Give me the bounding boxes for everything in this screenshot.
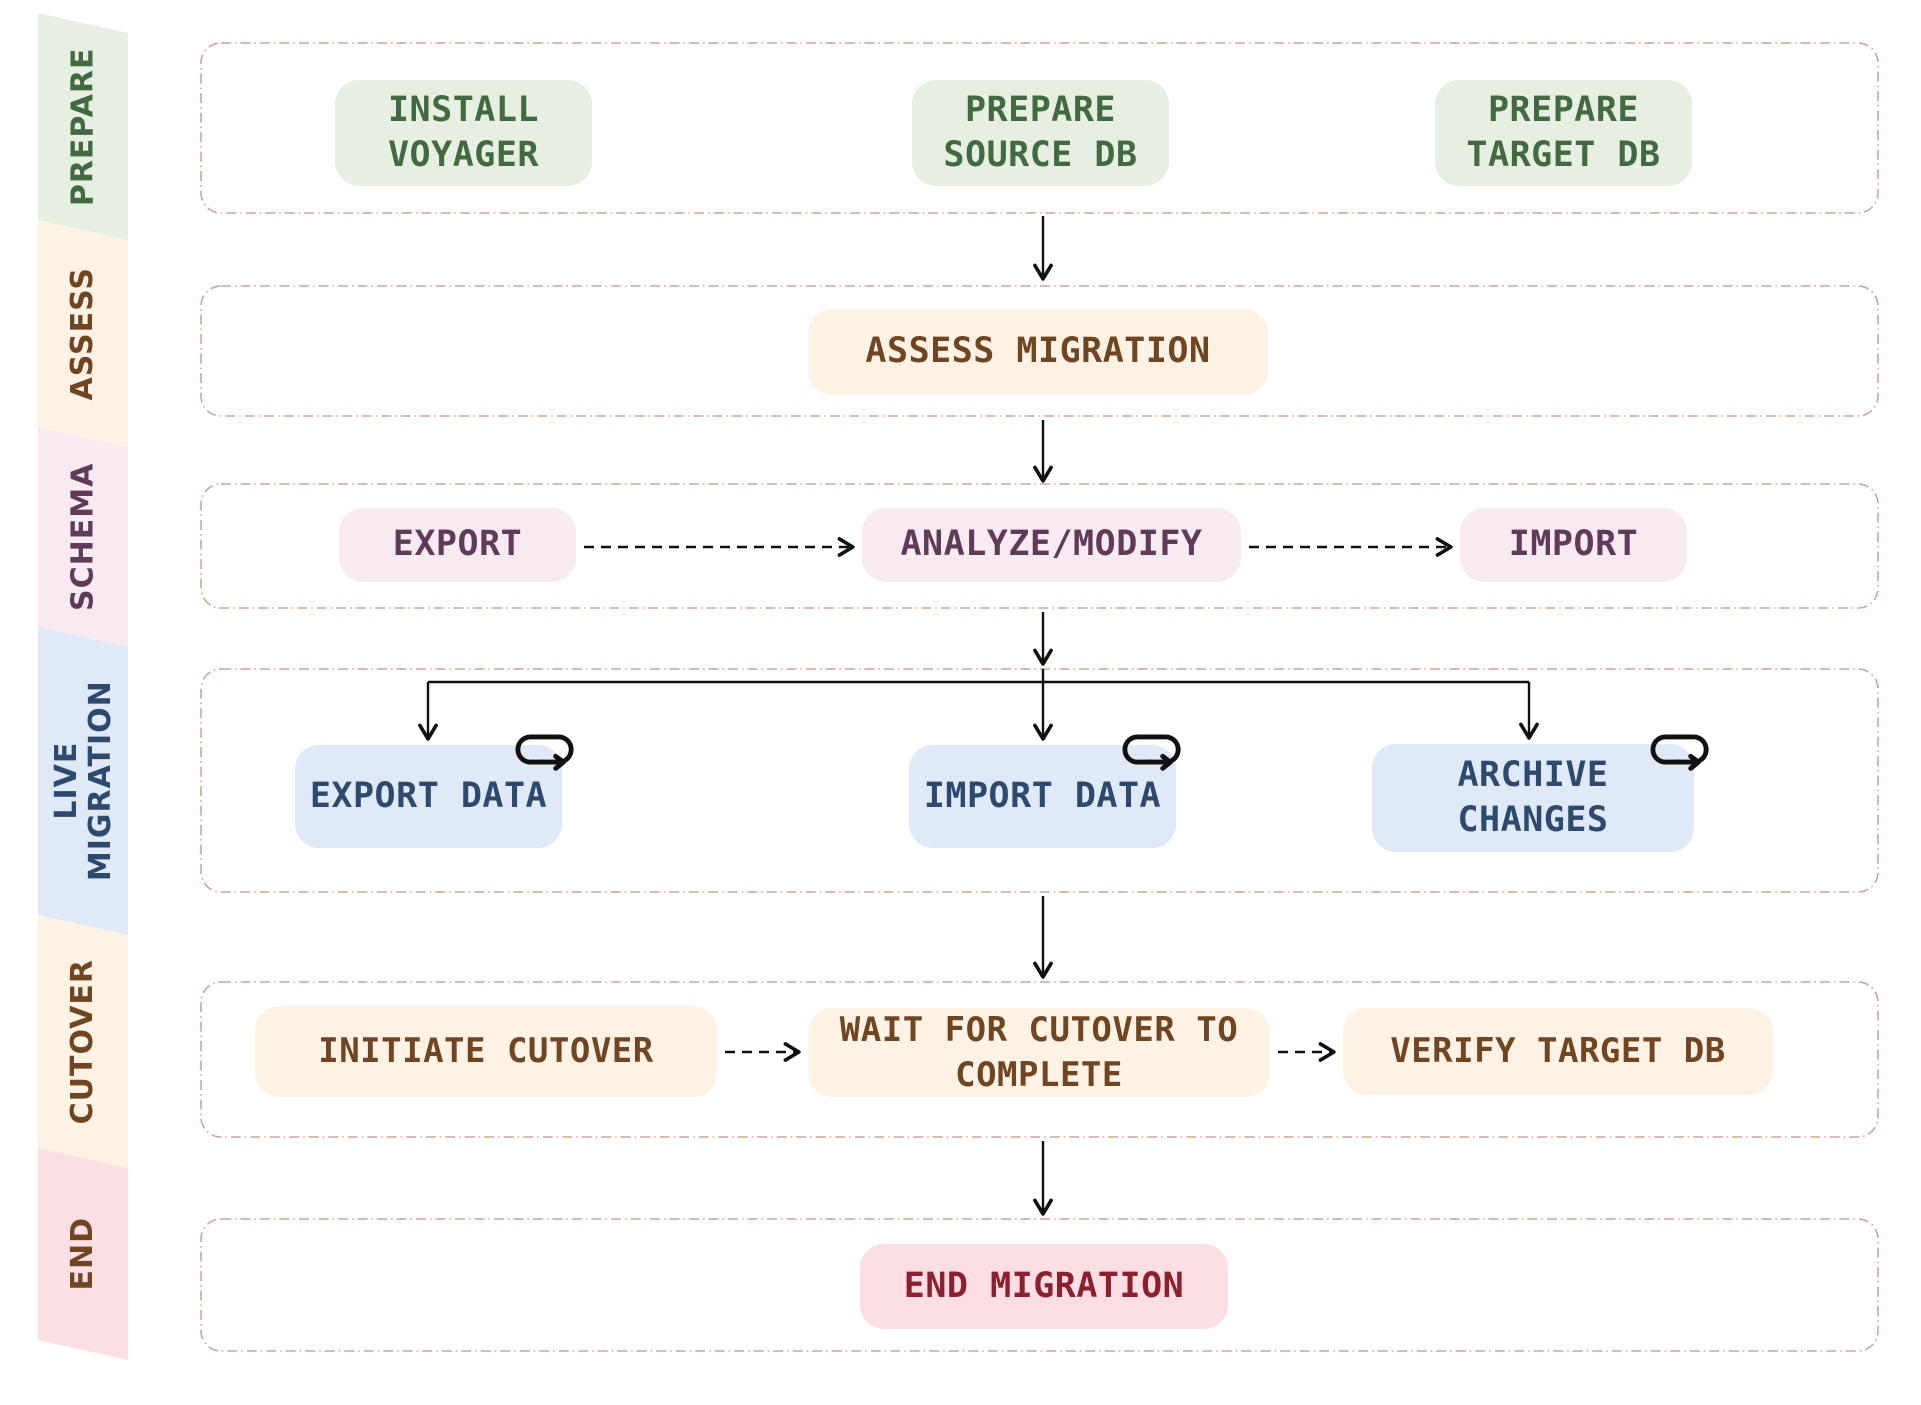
node-assess-migration: ASSESS MIGRATION bbox=[808, 309, 1268, 395]
node-analyze-modify: ANALYZE/MODIFY bbox=[862, 508, 1241, 582]
node-import-schema: IMPORT bbox=[1460, 508, 1687, 582]
node-prepare-source-db: PREPARE SOURCE DB bbox=[912, 80, 1169, 186]
node-install-voyager: INSTALL VOYAGER bbox=[335, 80, 592, 186]
node-end-migration: END MIGRATION bbox=[860, 1244, 1228, 1329]
node-archive-changes: ARCHIVE CHANGES bbox=[1372, 744, 1694, 852]
row-outline-end bbox=[200, 1218, 1879, 1352]
node-initiate-cutover: INITIATE CUTOVER bbox=[255, 1006, 717, 1097]
phase-tab-live-migration: LIVE MIGRATION bbox=[38, 627, 128, 935]
node-wait-for-cutover: WAIT FOR CUTOVER TO COMPLETE bbox=[808, 1008, 1270, 1097]
phase-label-assess: ASSESS bbox=[65, 266, 101, 401]
phase-tab-assess: ASSESS bbox=[38, 220, 128, 447]
node-export-schema: EXPORT bbox=[339, 508, 576, 582]
phase-label-cutover: CUTOVER bbox=[65, 958, 101, 1125]
phase-label-end: END bbox=[65, 1217, 101, 1291]
node-prepare-target-db: PREPARE TARGET DB bbox=[1435, 80, 1692, 186]
row-outline-live bbox=[200, 668, 1879, 893]
node-import-data: IMPORT DATA bbox=[909, 745, 1176, 848]
phase-label-prepare: PREPARE bbox=[65, 47, 101, 206]
loop-icon-export-data bbox=[515, 734, 574, 771]
row-outline-assess bbox=[200, 285, 1879, 417]
row-outline-cutover bbox=[200, 981, 1879, 1138]
node-export-data: EXPORT DATA bbox=[295, 745, 562, 848]
phase-tab-end: END bbox=[38, 1148, 128, 1360]
row-outline-prepare bbox=[200, 42, 1879, 214]
phase-tab-cutover: CUTOVER bbox=[38, 915, 128, 1168]
phase-tab-schema: SCHEMA bbox=[38, 427, 128, 647]
phase-label-live-migration: LIVE MIGRATION bbox=[48, 680, 117, 882]
phase-tab-prepare: PREPARE bbox=[38, 13, 128, 240]
loop-icon-import-data bbox=[1122, 734, 1181, 771]
row-outline-schema bbox=[200, 483, 1879, 609]
node-verify-target-db: VERIFY TARGET DB bbox=[1343, 1008, 1773, 1095]
phase-label-schema: SCHEMA bbox=[65, 462, 101, 612]
loop-icon-archive-changes bbox=[1650, 734, 1709, 771]
